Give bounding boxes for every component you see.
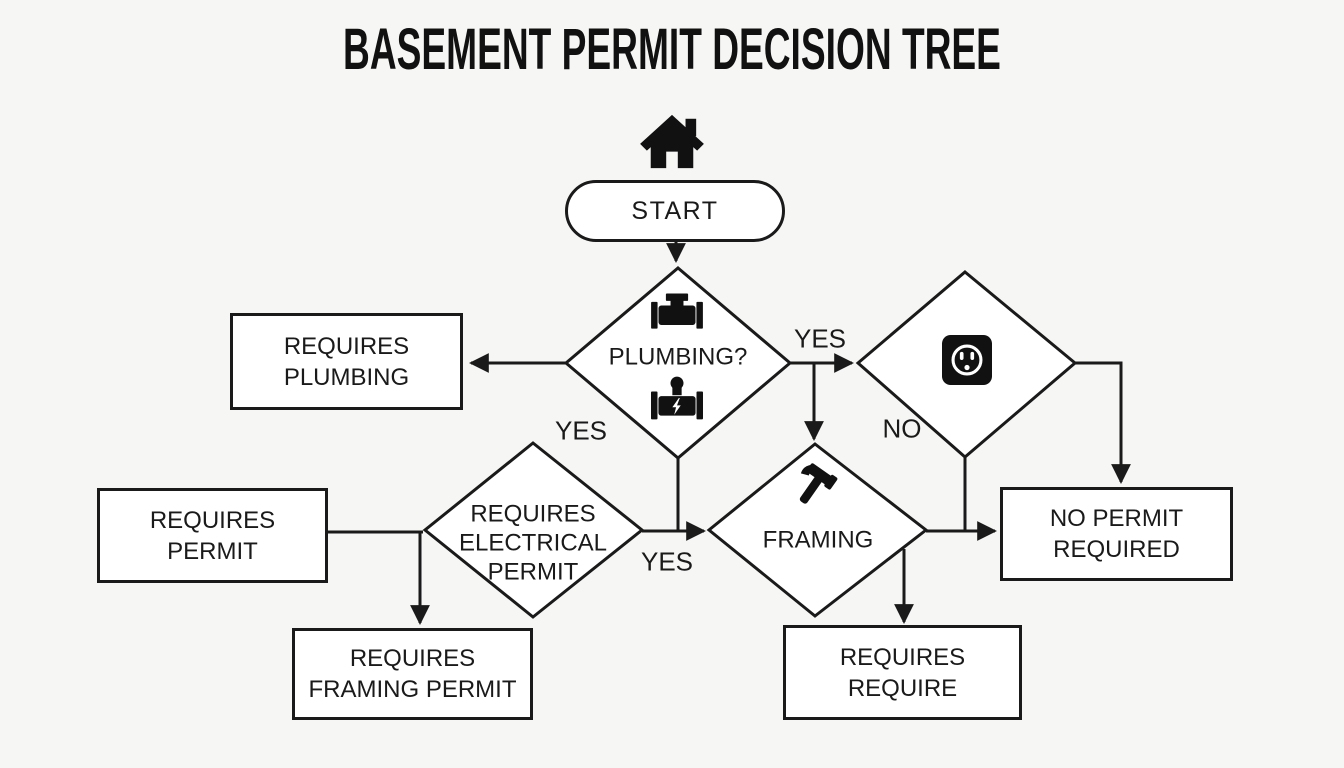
edge-label-electrical-yes: YES [640,546,694,577]
edge-label-plumbing-yes-left: YES [554,415,608,446]
node-requires-plumbing: REQUIRES PLUMBING [230,313,463,410]
node-start: START [565,180,785,242]
node-requires-require: REQUIRES REQUIRE [783,625,1022,720]
pipe-valve-icon [651,293,703,331]
node-label-line: PERMIT [487,558,579,586]
electrical-permit-diamond [422,441,645,619]
plumbing-decision-diamond [563,266,793,460]
node-label-line: REQUIRES [149,506,276,534]
node-no-permit-required: NO PERMIT REQUIRED [1000,487,1233,581]
node-label-line: REQUIRES [349,645,476,672]
node-label-line: FRAMING PERMIT [308,676,517,703]
node-label-line: REQUIRE [847,674,958,702]
pipe-lightning-icon [651,376,703,420]
page-title-text: BASEMENT PERMIT DECISION TREE [343,17,1001,82]
house-icon [637,112,707,170]
plumbing-decision-label: PLUMBING? [608,343,748,371]
edge-label-plumbing-yes-right: YES [793,323,847,354]
node-label-line: REQUIRED [1053,536,1180,563]
edge-outlet-to-no-permit-top [1075,361,1131,484]
page-title: BASEMENT PERMIT DECISION TREE [0,16,1344,83]
node-label-line: NO PERMIT [1049,505,1184,532]
hammer-icon [799,463,847,510]
node-label-line: PLUMBING [283,363,410,391]
node-requires-framing-permit: REQUIRES FRAMING PERMIT [292,628,533,720]
node-label-line: REQUIRES [839,643,966,671]
start-label: START [631,196,719,225]
node-label-line: ELECTRICAL [458,529,608,557]
node-requires-permit: REQUIRES PERMIT [97,488,328,583]
framing-decision-label: FRAMING [762,526,874,554]
node-label-line: REQUIRES [470,500,596,528]
framing-decision-diamond [706,442,929,618]
node-label-line: PERMIT [167,537,258,565]
power-outlet-icon [942,335,992,386]
node-label-line: REQUIRES [283,332,410,360]
edge-label-outlet-no: NO [882,413,922,444]
electrical-permit-label: REQUIRES ELECTRICAL PERMIT [459,500,607,587]
